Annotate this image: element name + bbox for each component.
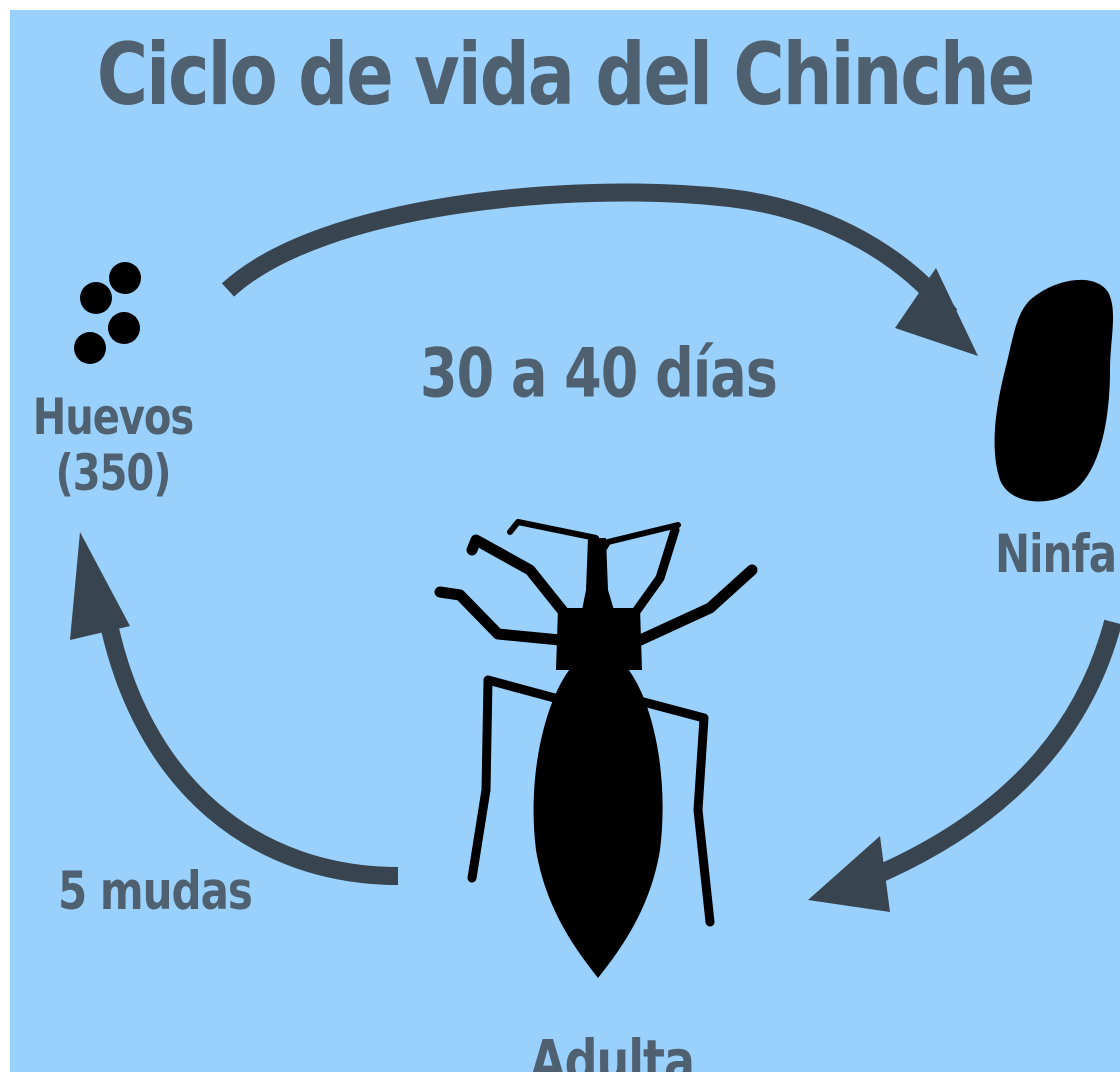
- diagram-artwork: [70, 183, 1120, 978]
- egg-cluster-icon: [74, 262, 141, 364]
- duration-label: 30 a 40 días: [420, 333, 778, 413]
- arrow-adult-to-eggs: [70, 532, 399, 885]
- eggs-stage-label: Huevos (350): [28, 390, 198, 502]
- adult-stage-label: Adulta: [530, 1027, 695, 1072]
- molts-label: 5 mudas: [58, 860, 253, 922]
- arrow-nymph-to-adult: [808, 619, 1120, 912]
- life-cycle-diagram: Ciclo de vida del Chinche 30 a 40 días H…: [10, 10, 1120, 1072]
- nymph-stage-label: Ninfa: [995, 523, 1117, 585]
- arrow-eggs-to-nymph: [221, 183, 978, 356]
- nymph-silhouette-icon: [994, 279, 1114, 502]
- page-title: Ciclo de vida del Chinche: [96, 24, 1035, 125]
- eggs-label-line1: Huevos: [32, 388, 194, 447]
- adult-bug-silhouette-icon: [434, 519, 758, 978]
- eggs-label-line2: (350): [55, 444, 171, 503]
